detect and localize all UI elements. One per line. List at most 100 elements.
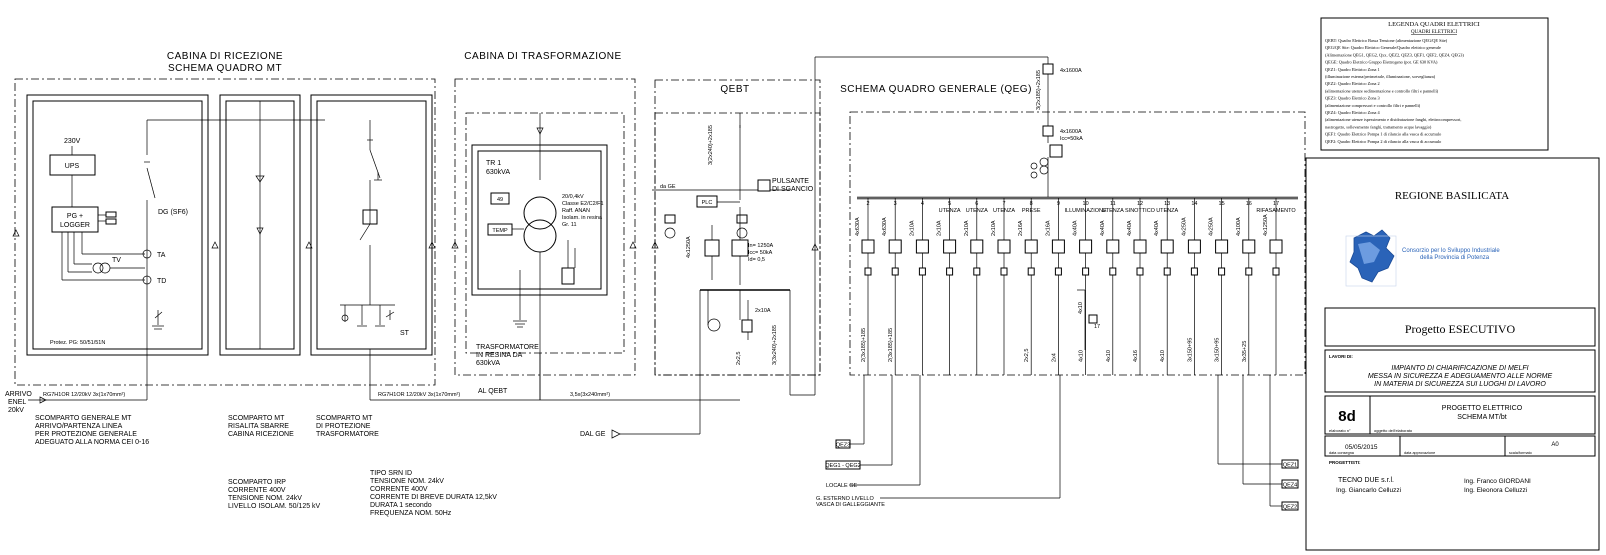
basilicata-map-logo — [1345, 229, 1397, 287]
feeder-rating: 2x16A — [1045, 220, 1051, 236]
feeder-breaker — [943, 239, 957, 254]
elab-label: elaborato n° — [1329, 428, 1351, 433]
srn-line-3: CORRENTE 400V — [370, 486, 428, 493]
drawing-rev: A0 — [1551, 442, 1559, 448]
tr-spec-3: Raff. ANAN — [562, 208, 590, 214]
feeder-number: 6 — [975, 201, 978, 207]
td-label: TD — [157, 278, 166, 285]
feeder-rating: 4x40A — [1073, 220, 1079, 236]
plc-label: PLC — [702, 200, 713, 206]
dg-label: DG (SF6) — [158, 209, 188, 216]
feeder-name: RIFASAMENTO — [1256, 208, 1296, 214]
feeder-name: SINOTTICO — [1125, 208, 1156, 214]
feeder-breaker — [1160, 239, 1174, 254]
out-locale: LOCALE GE — [826, 483, 858, 489]
pulsante-button — [757, 179, 771, 192]
ta-label: TA — [157, 252, 166, 259]
qeg-main-breaker-2b-label: Icc=50kA — [1060, 136, 1083, 142]
feeder-rating: 2x10A — [937, 220, 943, 236]
srn-line-1: TIPO SRN ID — [370, 470, 412, 477]
al-qebt-label: AL QEBT — [478, 388, 508, 395]
reception-title-1: CABINA DI RICEZIONE — [167, 51, 283, 62]
v230-label: 230V — [64, 138, 81, 145]
qeg-main-breaker-2-label: 4x1600A — [1060, 129, 1082, 135]
qebt-panel: QEBT 3(2x240)+2x185 da GE PULSANTE DI SG… — [580, 56, 1048, 439]
ups-box — [49, 154, 96, 176]
qebt-main-breaker — [731, 239, 749, 257]
legend-item: QEZ3: Quadro Elettrico Zona 3 — [1325, 96, 1380, 101]
tr-spec-2: Classe E2/C2/F1 — [562, 201, 604, 207]
scala-label: scala/formato — [1509, 451, 1532, 455]
tr-spec-1: 20/0,4kV — [562, 194, 584, 200]
feeder-rating: 4x1250A — [1263, 214, 1269, 236]
reception-title-2: SCHEMA QUADRO MT — [168, 63, 282, 74]
srn-line-2: TENSIONE NOM. 24kV — [370, 478, 444, 485]
protez-label: Protez. PG: 50/51/51N — [50, 340, 105, 346]
legend-box — [1320, 17, 1549, 151]
feeder-breaker — [997, 239, 1011, 254]
engineer-3: Ing. Eleonora Celluzzi — [1464, 487, 1527, 494]
feeder-breaker — [1215, 239, 1229, 254]
feeder-rating: 4x630A — [882, 217, 888, 236]
feeder-rating: 4x40A — [1100, 220, 1106, 236]
logo-text-2: della Provincia di Potenza — [1420, 255, 1490, 261]
dg-switch — [146, 167, 156, 199]
legend-subtitle: QUADRI ELETTRICI — [1411, 30, 1457, 35]
feeder-breaker — [1269, 239, 1283, 254]
legend-item: QEZ2: Quadro Elettrico Zona 2 — [1325, 81, 1380, 86]
progettisti-label: PROGETTISTI: — [1329, 460, 1361, 465]
feeder-cable: 4x10 — [1160, 350, 1166, 362]
feeder-number: 7 — [1002, 201, 1005, 207]
irp-line-1: SCOMPARTO IRP — [228, 479, 286, 486]
legend-item: (alimentazione utenze sedimentazione e c… — [1325, 88, 1439, 93]
feeder-rating: 2x10A — [964, 220, 970, 236]
srn-line-4: CORRENTE DI BREVE DURATA 12,5kV — [370, 494, 497, 501]
pg-logger-label-2: LOGGER — [60, 222, 90, 229]
qeg-main-breaker-1-label: 4x1600A — [1060, 68, 1082, 74]
tr-spec-5: Gr. 11 — [562, 222, 577, 228]
arrivo-label-1: ARRIVO — [5, 391, 32, 398]
td-coil — [142, 275, 152, 285]
feeder-breaker — [1133, 239, 1147, 254]
drawing-title-2: SCHEMA MT/bt — [1457, 414, 1506, 421]
engineer-1: Ing. Giancarlo Celluzzi — [1336, 487, 1401, 494]
qebt-border — [654, 79, 821, 376]
tr-caption-2: IN RESINA DA — [476, 352, 523, 359]
tv-label: TV — [112, 257, 121, 264]
feeder-breaker — [1051, 239, 1065, 254]
pg-logger-label-1: PG + — [67, 213, 83, 220]
legend-item: nastrogetto, sollevamento fanghi, tratta… — [1325, 124, 1432, 130]
lavori-label: LAVORI DI: — [1329, 354, 1353, 359]
temp-label: TEMP — [492, 228, 508, 234]
feeder-cable: 2x4 — [1051, 353, 1057, 362]
work-line-2: MESSA IN SICUREZZA E ADEGUAMENTO ALLE NO… — [1368, 373, 1553, 380]
feeder-9-sub: 4x10 — [1078, 302, 1084, 314]
outputs-left: QEZ3 QEG1 - QEG2 LOCALE GE G. ESTERNO LI… — [816, 375, 1061, 508]
legend-item: QEG/QE Site: Quadro Elettrico Generale/Q… — [1325, 45, 1441, 50]
motor-icon — [707, 318, 721, 332]
company-name: TECNO DUE s.r.l. — [1338, 477, 1394, 484]
out-qez4: QEZ4 — [1283, 483, 1297, 489]
compartment-generale-inner — [32, 100, 203, 350]
feeder-breaker — [970, 239, 984, 254]
pulsante-label-1: PULSANTE — [772, 178, 809, 185]
generale-line-3: PER PROTEZIONE GENERALE — [35, 431, 137, 438]
feeder-number: 12 — [1137, 201, 1143, 207]
ups-label: UPS — [65, 163, 80, 170]
tr-spec-4: Isolam. in resina — [562, 215, 603, 221]
legend-item: QEF2: Quadro Elettrico Pompa 2 di rilanc… — [1325, 139, 1441, 144]
transformer-enclosure — [477, 150, 602, 290]
feeder-number: 9 — [1057, 201, 1060, 207]
srn-line-6: FREQUENZA NOM. 50Hz — [370, 510, 452, 517]
feeder-name: ILLUMINAZIONE — [1065, 208, 1108, 214]
qeg-main-breaker-2 — [1042, 125, 1054, 137]
feeder-rating: 4x250A — [1181, 217, 1187, 236]
